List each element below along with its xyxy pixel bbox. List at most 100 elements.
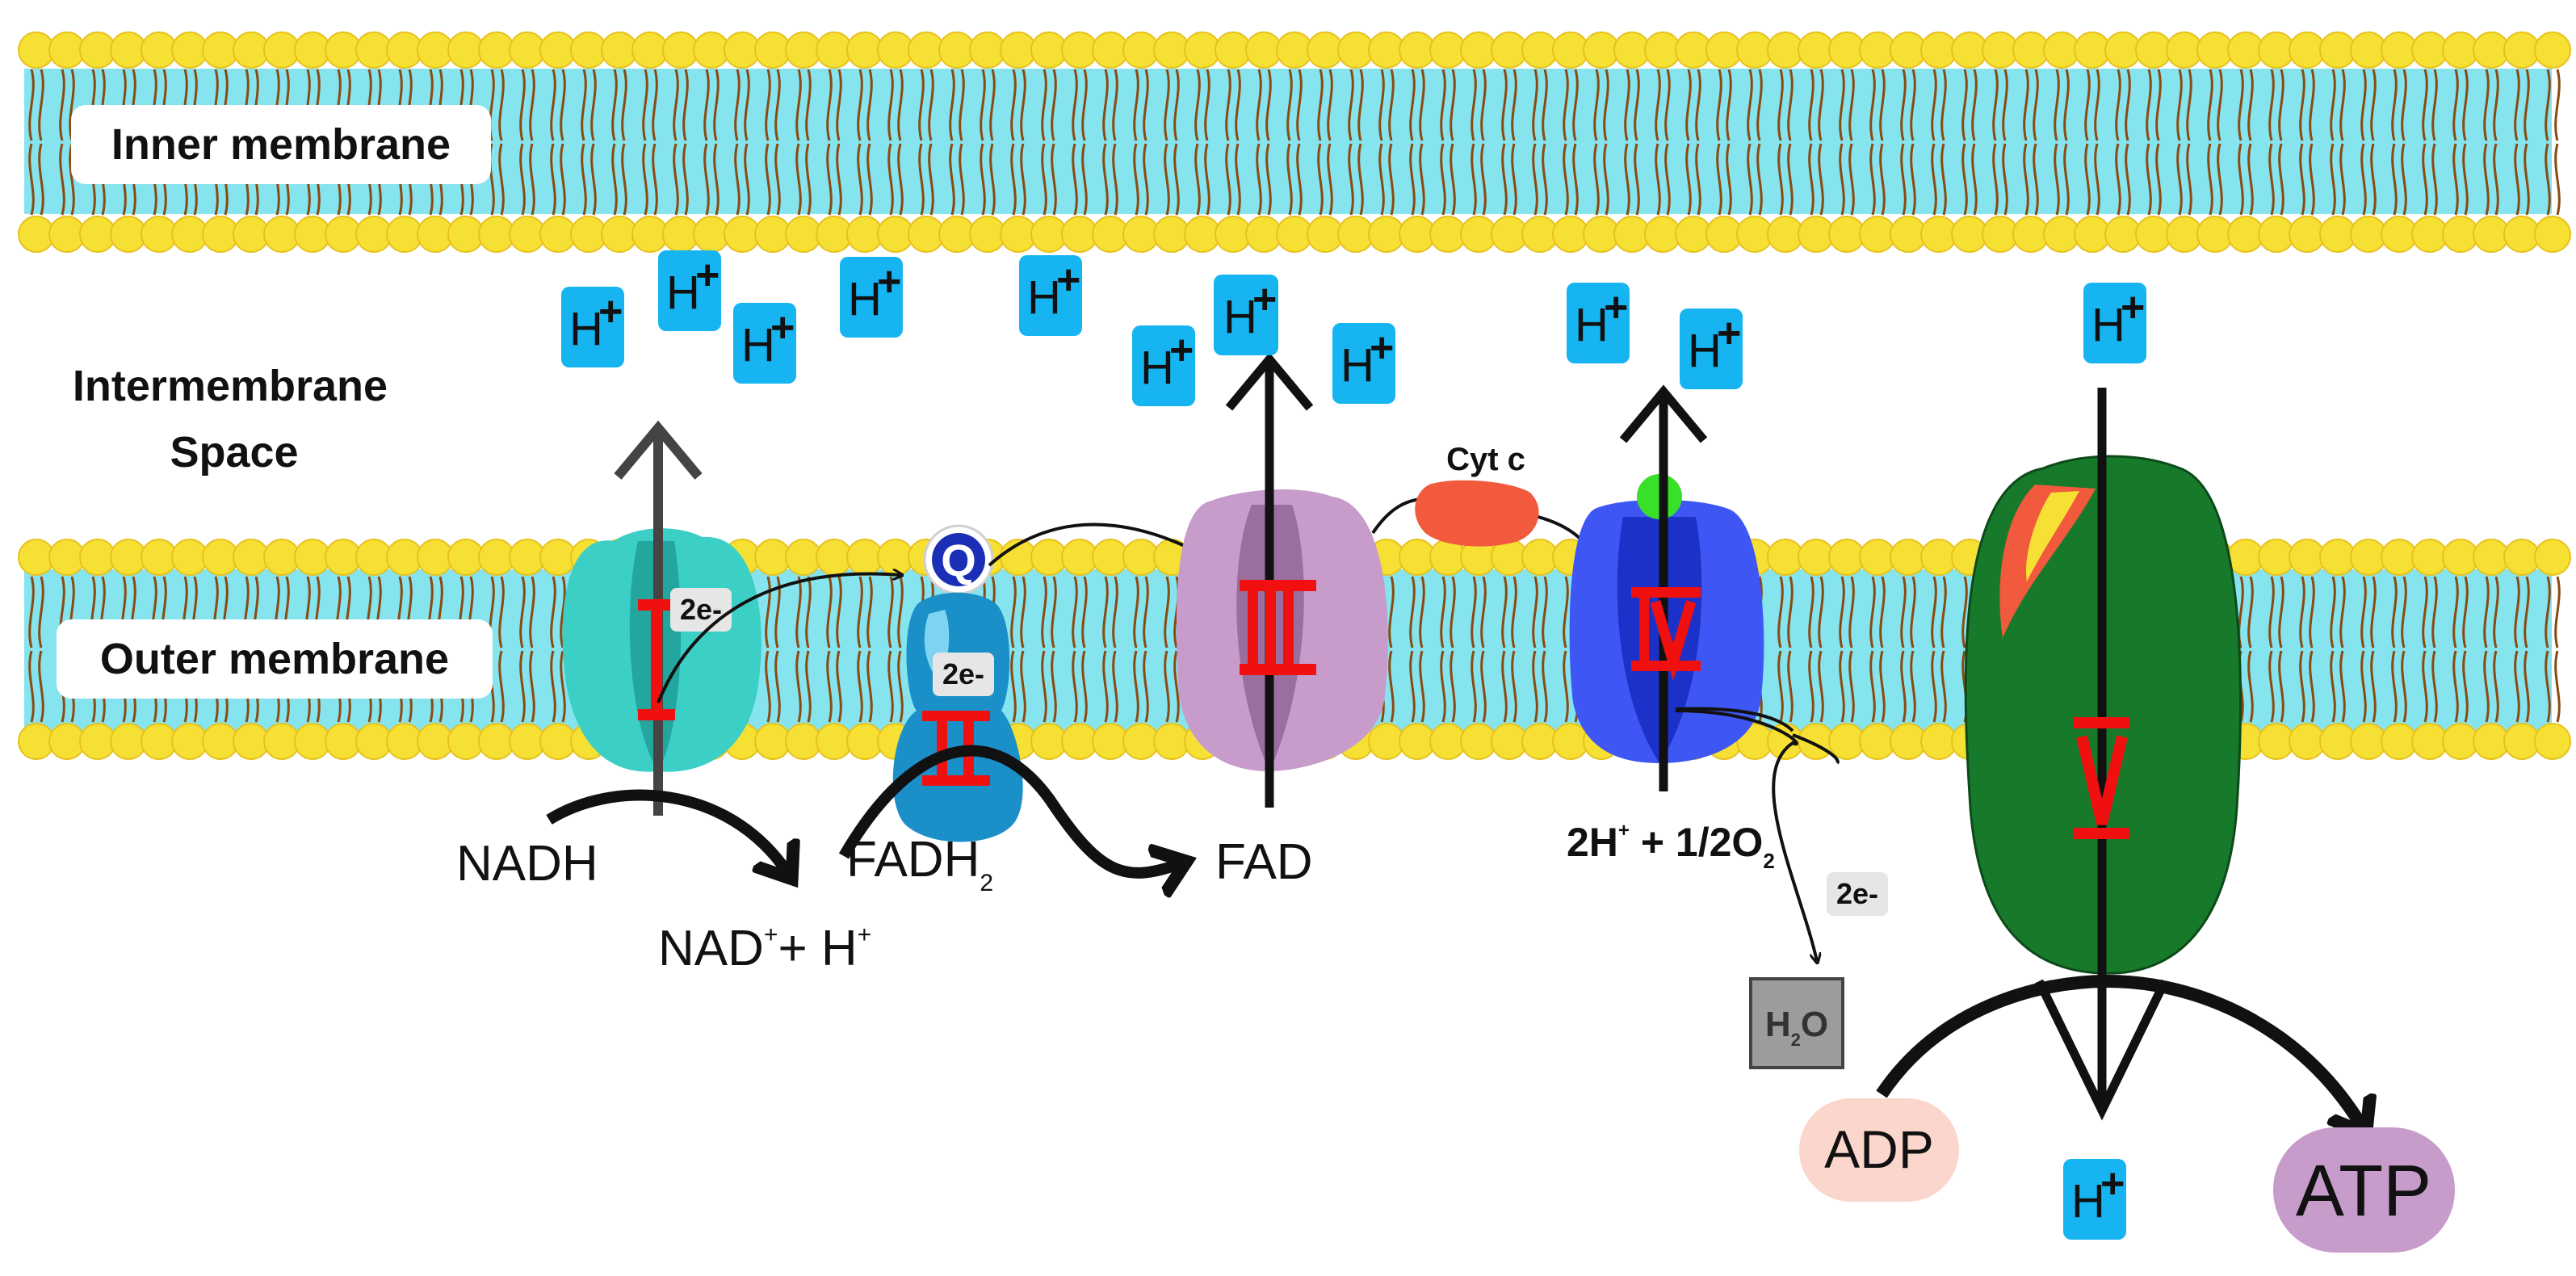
lipid-tail xyxy=(1378,69,1385,141)
proton-icon: H+ xyxy=(1215,275,1278,355)
lipid-tail xyxy=(2176,143,2183,216)
lipid-tail xyxy=(1726,143,1732,216)
lipid-tail xyxy=(2422,69,2428,141)
lipid-tail xyxy=(1726,69,1732,141)
lipid-tail xyxy=(866,143,873,216)
lipid-tail xyxy=(2554,143,2561,216)
intermembrane-space-label-line1: Intermembrane xyxy=(73,362,388,410)
lipid-tail xyxy=(1869,69,1876,141)
lipid-tail xyxy=(2309,650,2315,723)
lipid-tail xyxy=(1563,143,1569,216)
lipid-tail xyxy=(2514,69,2520,141)
lipid-tail xyxy=(1879,143,1886,216)
lipid-tail xyxy=(1542,576,1548,648)
lipid-tail xyxy=(1879,69,1886,141)
lipid-tail xyxy=(1940,69,1947,141)
lipid-tail xyxy=(949,69,955,141)
lipid-tail xyxy=(1112,69,1118,141)
lipid-tail xyxy=(2268,69,2275,141)
lipid-tail xyxy=(1265,69,1272,141)
lipid-tail xyxy=(774,576,781,648)
lipid-tail xyxy=(1327,69,1333,141)
complex-ii-numeral xyxy=(922,711,990,786)
proton-charge: + xyxy=(1604,284,1628,331)
lipid-tail xyxy=(713,69,720,141)
lipid-tail xyxy=(1388,650,1395,723)
lipid-tail xyxy=(2401,650,2407,723)
proton-charge: + xyxy=(1717,310,1741,357)
lipid-tail xyxy=(1112,576,1118,648)
lipid-tail xyxy=(765,143,771,216)
lipid-tail xyxy=(2391,576,2398,648)
lipid-tail xyxy=(928,69,934,141)
lipid-tail xyxy=(1480,143,1487,216)
lipid-tail xyxy=(1511,143,1517,216)
lipid-tail xyxy=(1808,69,1815,141)
lipid-tail xyxy=(1194,69,1201,141)
lipid-tail xyxy=(1961,576,1968,648)
lipid-tail xyxy=(1440,576,1446,648)
lipid-tail xyxy=(1940,650,1947,723)
lipid-tail xyxy=(2431,576,2438,648)
complex-iii-icon xyxy=(1176,489,1388,771)
lipid-tail xyxy=(1357,143,1364,216)
proton-symbol: H xyxy=(569,303,603,355)
lipid-tail xyxy=(560,143,566,216)
lipid-head xyxy=(2534,31,2571,69)
adp-to-atp-arrow xyxy=(1876,974,2362,1127)
lipid-tail xyxy=(1471,650,1477,723)
lipid-tail xyxy=(1931,143,1937,216)
lipid-tail xyxy=(1910,143,1916,216)
lipid-tail xyxy=(1317,69,1324,141)
lipid-tail xyxy=(2339,143,2346,216)
lipid-tail xyxy=(2360,650,2367,723)
proton-symbol: H xyxy=(666,267,700,319)
intermembrane-space-label-line2: Space xyxy=(170,428,298,476)
lipid-tail xyxy=(1471,576,1477,648)
lipid-tail xyxy=(1081,650,1088,723)
lipid-tail xyxy=(1409,576,1416,648)
lipid-tail xyxy=(1910,69,1916,141)
lipid-tail xyxy=(866,576,873,648)
proton-symbol: H xyxy=(1688,325,1722,377)
lipid-tail xyxy=(529,650,535,723)
lipid-tail xyxy=(2370,650,2377,723)
lipid-tail xyxy=(498,650,505,723)
lipid-tail xyxy=(928,143,934,216)
lipid-tail xyxy=(1020,69,1026,141)
lipid-tail xyxy=(1634,69,1640,141)
lipid-tail xyxy=(918,69,925,141)
lipid-tail xyxy=(887,650,894,723)
fad-label: FAD xyxy=(1215,834,1313,890)
lipid-tail xyxy=(1747,69,1753,141)
lipid-tail xyxy=(1041,650,1047,723)
lipid-tail xyxy=(2514,576,2520,648)
outer-membrane-label-box: Outer membrane xyxy=(57,619,493,699)
complex-iv-electron-label: 2e- xyxy=(1836,877,1878,910)
lipid-tail xyxy=(1388,143,1395,216)
lipid-tail xyxy=(1695,69,1701,141)
lipid-tail xyxy=(1164,69,1170,141)
lipid-tail xyxy=(2094,143,2100,216)
proton-icon: H+ xyxy=(1132,325,1195,406)
lipid-tail xyxy=(1440,143,1446,216)
lipid-tail xyxy=(980,143,986,216)
atp-badge: ATP xyxy=(2273,1127,2455,1253)
proton-icon: H+ xyxy=(658,250,721,331)
lipid-tail xyxy=(1603,143,1609,216)
lipid-tail xyxy=(1388,69,1395,141)
lipid-tail xyxy=(2370,143,2377,216)
lipid-tail xyxy=(2023,69,2029,141)
proton-icon: H+ xyxy=(1680,309,1743,389)
lipid-tail xyxy=(1716,143,1722,216)
lipid-tail xyxy=(550,69,556,141)
lipid-tail xyxy=(2278,143,2284,216)
proton-charge: + xyxy=(2100,1161,2125,1207)
lipid-tail xyxy=(1450,143,1456,216)
lipid-tail xyxy=(2431,650,2438,723)
lipid-tail xyxy=(38,576,44,648)
lipid-tail xyxy=(1787,69,1794,141)
lipid-tail xyxy=(1869,576,1876,648)
complex-i-numeral xyxy=(638,599,675,720)
lipid-tail xyxy=(1051,143,1057,216)
